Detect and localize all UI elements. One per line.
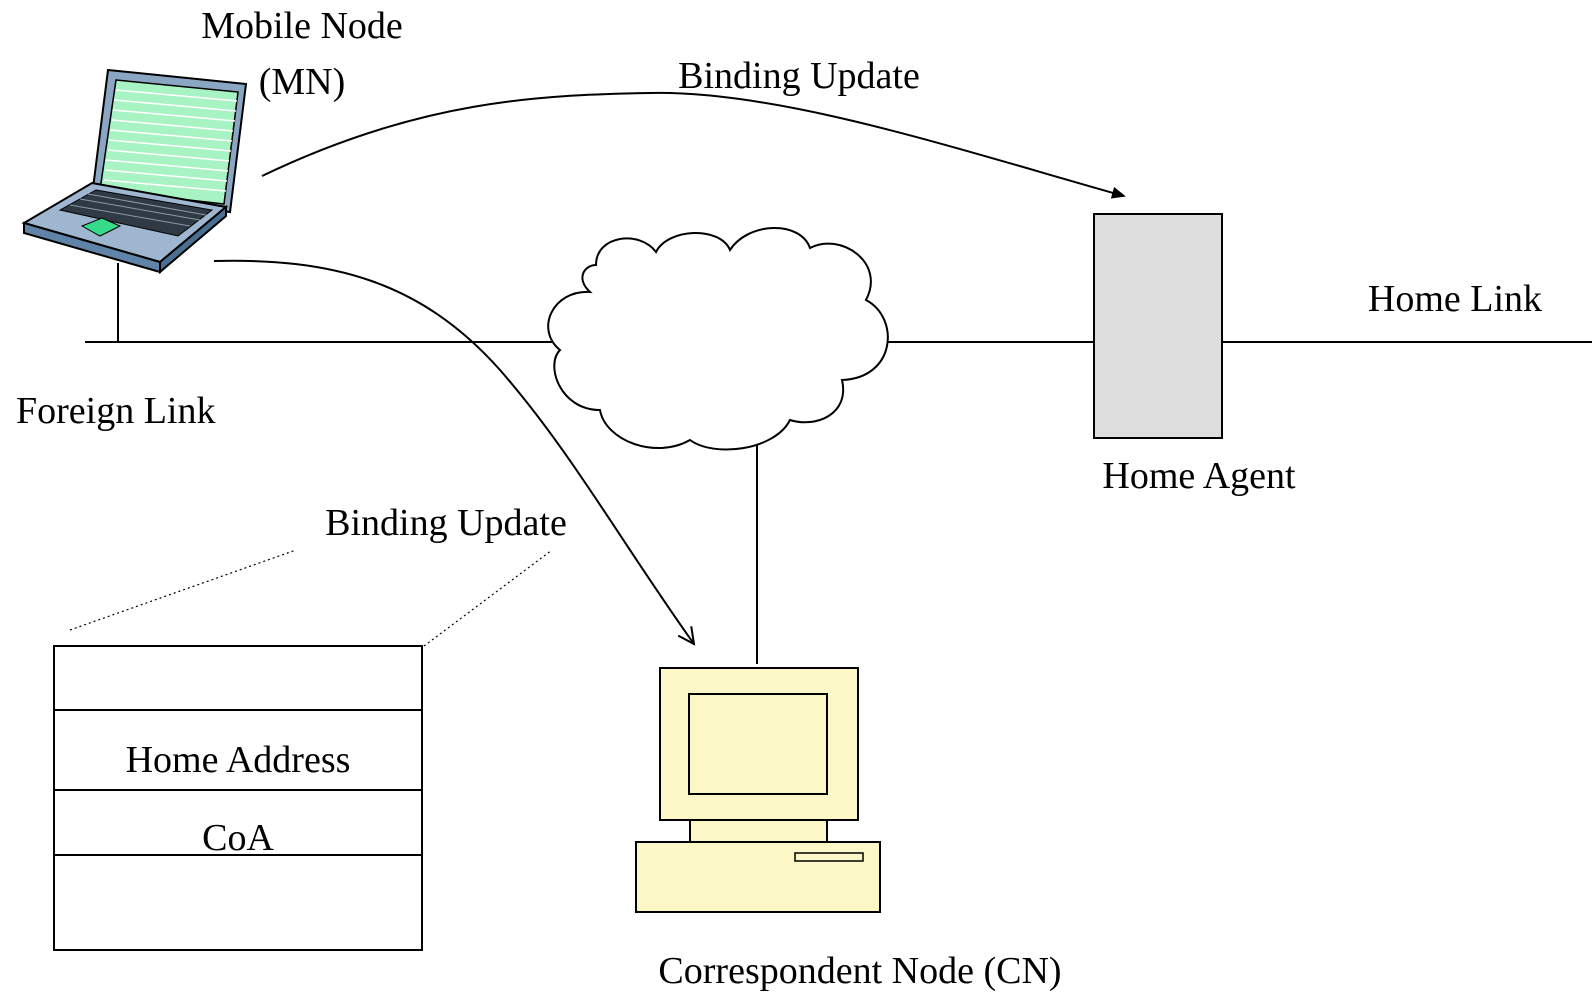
laptop-icon [21, 68, 248, 275]
callout-line-left [69, 549, 297, 631]
packet-field-home-address: Home Address [126, 739, 351, 781]
cloud-icon [547, 227, 889, 451]
home-agent-box [1093, 213, 1223, 439]
binding-update-top-label: Binding Update [678, 55, 920, 97]
mobile-node-label: Mobile Node [201, 5, 403, 47]
packet-field-coa: CoA [202, 817, 274, 859]
binding-update-lower-label: Binding Update [325, 502, 567, 544]
desktop-computer-icon [635, 667, 881, 913]
home-link-label: Home Link [1368, 278, 1542, 320]
binding-update-to-cn-arrow [213, 259, 694, 644]
mobile-node-abbrev-label: (MN) [259, 61, 346, 103]
foreign-link-label: Foreign Link [16, 390, 215, 432]
packet-format-table [53, 645, 423, 951]
callout-line-right [423, 549, 553, 647]
binding-update-to-ha-arrow [261, 91, 1126, 199]
correspondent-node-label: Correspondent Node (CN) [658, 950, 1061, 992]
home-agent-label: Home Agent [1102, 455, 1296, 497]
